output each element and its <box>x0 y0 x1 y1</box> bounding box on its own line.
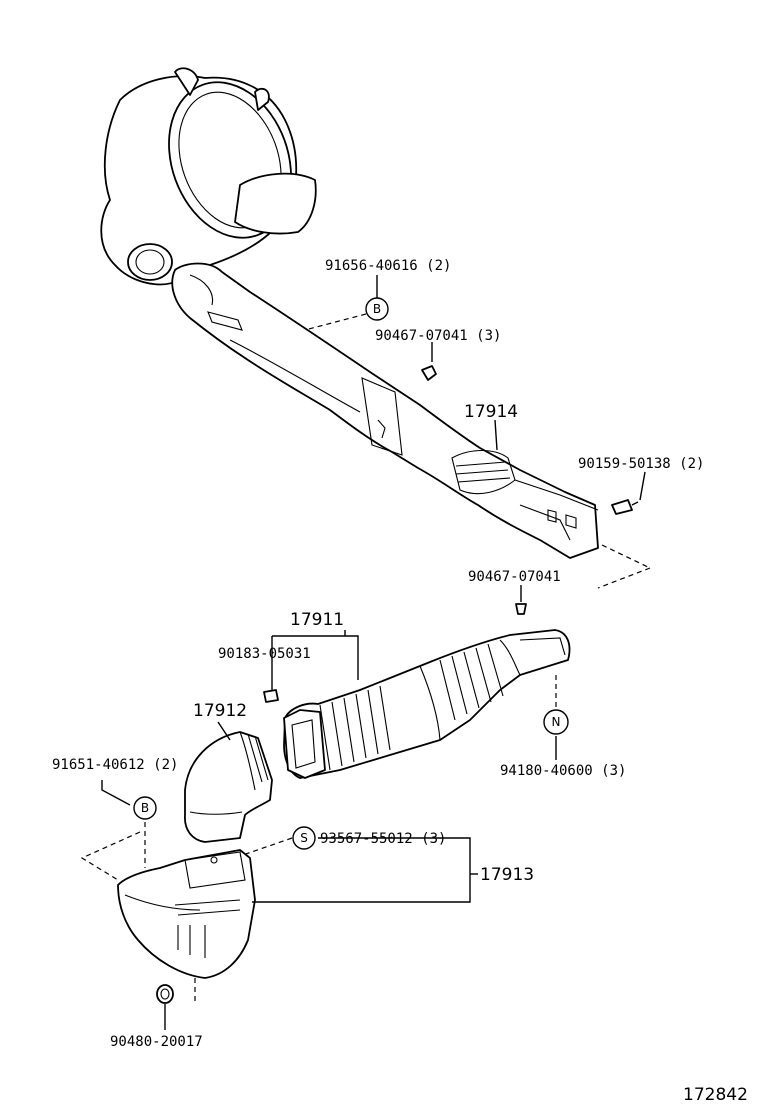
svg-text:S: S <box>300 831 308 845</box>
label-90467-07041-3: 90467-07041 (3) <box>375 328 501 344</box>
label-90183-05031: 90183-05031 <box>218 646 311 662</box>
svg-text:N: N <box>552 715 561 729</box>
label-90480-20017: 90480-20017 <box>110 1034 203 1050</box>
clamp-90183 <box>263 689 279 703</box>
air-cleaner-housing <box>100 67 317 286</box>
diagram-id: 172842 <box>683 1085 748 1105</box>
label-91656-40616: 91656-40616 (2) <box>325 258 451 274</box>
label-17914: 17914 <box>464 402 518 422</box>
nut-90480 <box>156 984 174 1004</box>
leader-lines <box>80 275 651 1030</box>
marker-b-bottom: B <box>133 796 157 820</box>
marker-b-top: B <box>365 297 389 321</box>
bracket-17913 <box>117 849 256 979</box>
intake-duct-17914 <box>171 262 599 559</box>
label-90159-50138: 90159-50138 (2) <box>578 456 704 472</box>
clip-90467-lower <box>515 603 527 615</box>
label-17911: 17911 <box>290 610 344 630</box>
fasteners <box>156 365 639 1004</box>
label-91651-40612: 91651-40612 (2) <box>52 757 178 773</box>
hose-17911 <box>283 629 571 779</box>
label-17912: 17912 <box>193 701 247 721</box>
clip-90467-upper <box>421 365 437 381</box>
svg-text:B: B <box>141 801 149 815</box>
label-94180-40600: 94180-40600 (3) <box>500 763 626 779</box>
marker-s: S <box>292 826 316 850</box>
label-93567-55012: 93567-55012 (3) <box>320 831 446 847</box>
marker-n: N <box>543 709 569 735</box>
screw-90159 <box>611 499 633 515</box>
label-17913: 17913 <box>480 865 534 885</box>
elbow-17912 <box>184 731 273 843</box>
label-90467-07041: 90467-07041 <box>468 569 561 585</box>
svg-text:B: B <box>373 302 381 316</box>
